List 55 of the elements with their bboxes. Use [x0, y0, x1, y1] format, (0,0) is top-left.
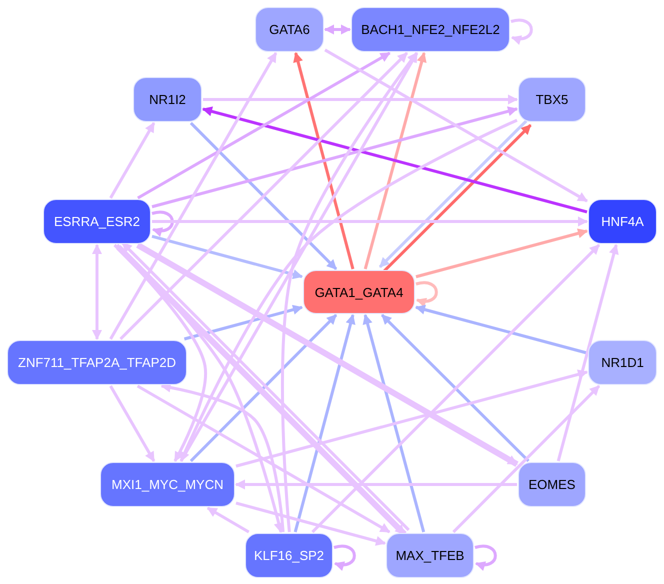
- arrow: [415, 304, 588, 354]
- gene-node: MAX_TFEB: [386, 533, 474, 578]
- arrow: [416, 228, 588, 278]
- arrow: [116, 244, 284, 533]
- arrow: [152, 234, 303, 280]
- self-loop-arrow: [416, 281, 438, 307]
- self-loop-arrow: [152, 210, 174, 236]
- arrow: [324, 48, 588, 202]
- arrow: [236, 370, 588, 468]
- gene-node: ESRRA_ESR2: [43, 199, 151, 244]
- arrow: [281, 52, 418, 532]
- gene-node: BACH1_NFE2_NFE2L2: [351, 7, 510, 52]
- arrow: [114, 244, 207, 462]
- arrow: [202, 106, 588, 214]
- arrow: [109, 385, 156, 462]
- arrow: [311, 244, 600, 534]
- gene-node: HNF4A: [588, 199, 657, 244]
- arrow: [109, 52, 278, 340]
- gene-node: NR1D1: [588, 340, 657, 385]
- gene-node: ZNF711_TFAP2A_TFAP2D: [7, 340, 187, 385]
- arrow: [203, 94, 518, 104]
- arrow: [236, 502, 386, 546]
- gene-node: GATA1_GATA4: [303, 270, 415, 314]
- self-loop-arrow: [474, 544, 497, 570]
- arrow: [364, 52, 427, 270]
- arrow: [180, 118, 518, 462]
- arrow: [362, 314, 426, 532]
- arrow: [556, 244, 619, 462]
- gene-node: MXI1_MYC_MYCN: [100, 462, 235, 507]
- gene-node: EOMES: [518, 462, 586, 507]
- arrow: [119, 52, 408, 340]
- arrow: [190, 314, 338, 462]
- arrow: [294, 314, 356, 532]
- self-loop-arrow: [334, 544, 356, 570]
- arrow: [206, 506, 250, 534]
- self-loop-arrow: [510, 18, 533, 44]
- arrow: [381, 314, 530, 462]
- arrow: [184, 304, 303, 340]
- arrow: [109, 122, 156, 199]
- gene-node: GATA6: [255, 7, 324, 52]
- gene-node: TBX5: [518, 77, 586, 122]
- arrow: [136, 384, 390, 534]
- arrow: [137, 52, 391, 200]
- gene-node: NR1I2: [133, 77, 202, 122]
- arrow: [190, 122, 338, 270]
- arrow: [152, 216, 588, 226]
- arrow: [152, 106, 518, 208]
- arrow: [293, 52, 354, 270]
- arrow: [92, 244, 102, 340]
- arrow: [235, 480, 517, 490]
- arrow: [136, 242, 518, 467]
- arrow: [160, 382, 285, 532]
- arrow: [324, 24, 351, 34]
- arrow: [452, 384, 600, 534]
- gene-node: KLF16_SP2: [245, 533, 333, 578]
